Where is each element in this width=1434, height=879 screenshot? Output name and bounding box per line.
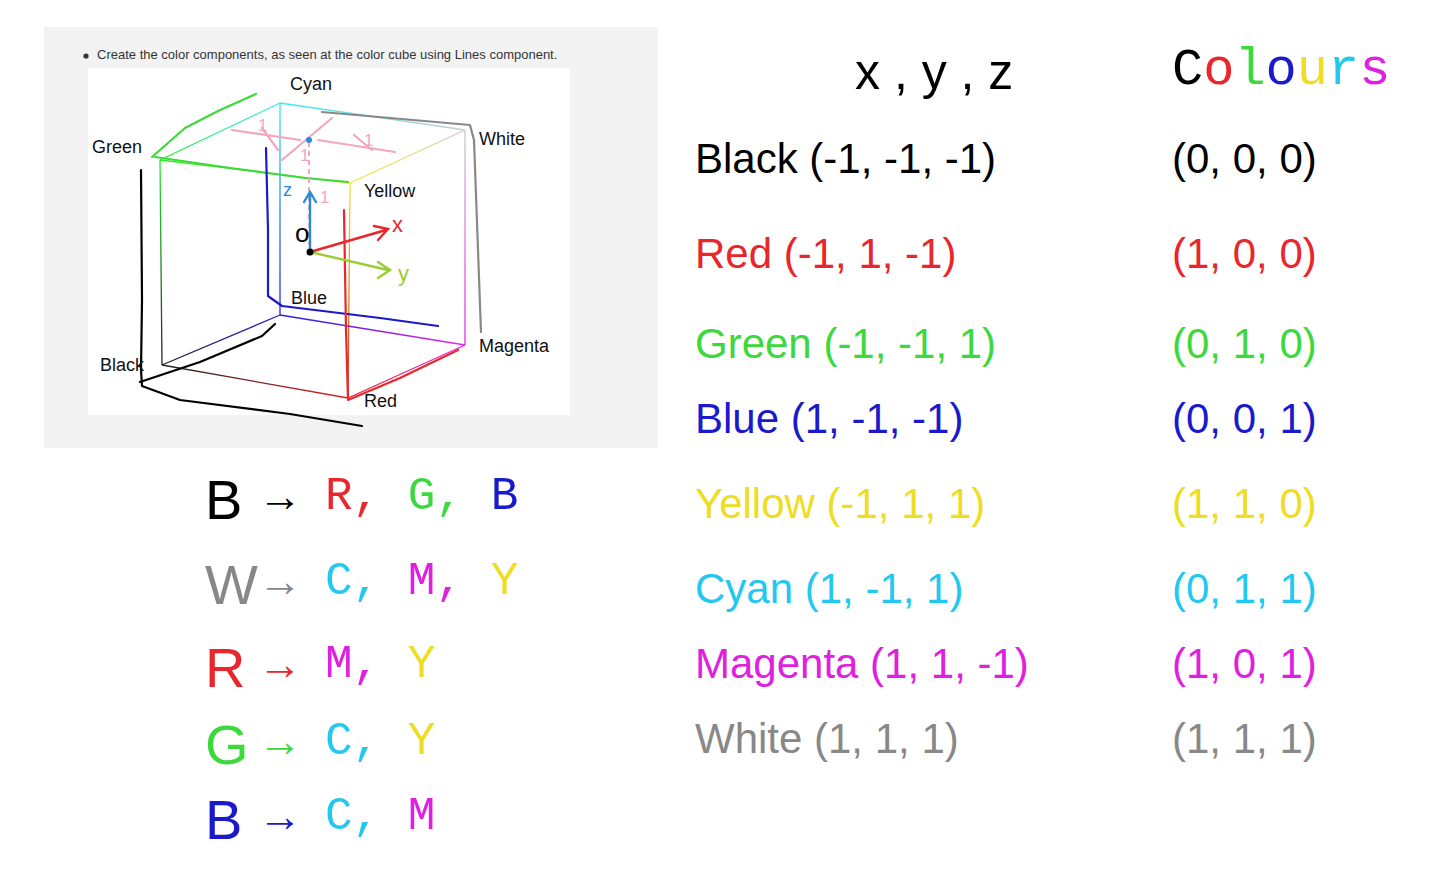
coordinate-entry: Red (-1, 1, -1) bbox=[695, 229, 956, 279]
axis-label: y bbox=[398, 261, 409, 287]
hand-stroke bbox=[344, 210, 458, 400]
column-header: Colours bbox=[1172, 40, 1390, 102]
cube-edge bbox=[348, 345, 465, 398]
source-letter: G bbox=[205, 711, 249, 778]
target-letters: R, G, B bbox=[325, 470, 518, 525]
colour-entry: (1, 1, 0) bbox=[1172, 479, 1317, 529]
bullet-dot bbox=[83, 53, 88, 58]
top-dot bbox=[306, 137, 312, 143]
vertex-label: Black bbox=[100, 355, 144, 377]
coordinate-entry: Green (-1, -1, 1) bbox=[695, 319, 996, 369]
vertex-label: Red bbox=[364, 391, 397, 413]
cube-edge bbox=[350, 130, 465, 183]
instruction-text: Create the color components, as seen at … bbox=[97, 47, 557, 63]
coordinate-mark: 1 bbox=[300, 146, 309, 166]
source-letter: W bbox=[205, 551, 258, 618]
coordinate-entry: Blue (1, -1, -1) bbox=[695, 394, 963, 444]
mapping-arrow: → bbox=[258, 638, 302, 691]
coordinate-mark: 1 bbox=[364, 131, 373, 151]
coordinate-mark: 1 bbox=[258, 116, 267, 136]
colour-entry: (1, 0, 1) bbox=[1172, 639, 1317, 689]
screenshot-panel bbox=[44, 27, 658, 448]
mapping-arrow: → bbox=[258, 790, 302, 843]
vertex-label: Green bbox=[92, 137, 142, 159]
origin-label: o bbox=[295, 218, 309, 249]
cube-edge bbox=[348, 183, 350, 398]
cube-edge bbox=[162, 365, 348, 398]
colour-entry: (0, 1, 1) bbox=[1172, 564, 1317, 614]
hand-stroke bbox=[318, 140, 395, 152]
image-area bbox=[88, 68, 570, 415]
target-letters: C, Y bbox=[325, 715, 435, 770]
source-letter: B bbox=[205, 466, 242, 533]
cube-edge bbox=[162, 315, 280, 365]
hand-stroke bbox=[152, 94, 256, 157]
cube-edge bbox=[160, 103, 280, 160]
coordinate-entry: Magenta (1, 1, -1) bbox=[695, 639, 1029, 689]
coordinate-entry: Yellow (-1, 1, 1) bbox=[695, 479, 985, 529]
colour-entry: (0, 0, 0) bbox=[1172, 134, 1317, 184]
hand-stroke bbox=[266, 148, 438, 326]
mapping-arrow: → bbox=[258, 715, 302, 768]
vertex-label: Blue bbox=[291, 288, 327, 310]
hand-stroke bbox=[141, 170, 362, 426]
cube-edge bbox=[160, 160, 162, 365]
vertex-label: Yellow bbox=[364, 181, 415, 203]
hand-stroke bbox=[140, 324, 275, 382]
mapping-arrow: → bbox=[258, 555, 302, 608]
y-axis-arrow bbox=[310, 252, 390, 278]
x-axis-arrow bbox=[310, 226, 388, 252]
colour-entry: (0, 0, 1) bbox=[1172, 394, 1317, 444]
colour-entry: (0, 1, 0) bbox=[1172, 319, 1317, 369]
origin-dot bbox=[307, 249, 314, 256]
source-letter: B bbox=[205, 786, 242, 853]
source-letter: R bbox=[205, 634, 245, 701]
colour-entry: (1, 1, 1) bbox=[1172, 714, 1317, 764]
target-letters: C, M, Y bbox=[325, 555, 518, 610]
column-header: x , y , z bbox=[855, 42, 1013, 102]
vertex-label: White bbox=[479, 129, 525, 151]
target-letters: C, M bbox=[325, 790, 435, 845]
cube-edge bbox=[279, 103, 280, 315]
coordinate-entry: Cyan (1, -1, 1) bbox=[695, 564, 963, 614]
mapping-arrow: → bbox=[258, 470, 302, 523]
axis-label: z bbox=[283, 180, 292, 202]
vertex-label: Cyan bbox=[290, 74, 332, 96]
coordinate-entry: White (1, 1, 1) bbox=[695, 714, 959, 764]
coordinate-mark: 1 bbox=[320, 188, 329, 208]
colour-entry: (1, 0, 0) bbox=[1172, 229, 1317, 279]
target-letters: M, Y bbox=[325, 638, 435, 693]
coordinate-entry: Black (-1, -1, -1) bbox=[695, 134, 996, 184]
cube-edge bbox=[464, 130, 465, 345]
cube-edge bbox=[280, 315, 465, 345]
vertex-label: Magenta bbox=[479, 336, 549, 358]
axis-label: x bbox=[392, 212, 403, 238]
hand-stroke bbox=[155, 157, 348, 182]
